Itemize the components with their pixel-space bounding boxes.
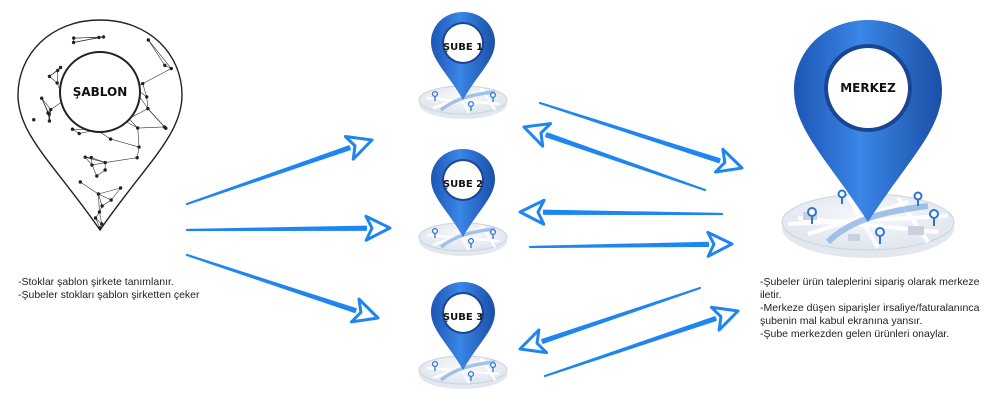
- arrow-template-to-branch-1: [185, 135, 374, 206]
- template-pin: ŞABLON: [17, 19, 183, 232]
- center-label: MERKEZ: [840, 81, 896, 95]
- note-line: -Şubeler ürün taleplerini sipariş olarak…: [760, 276, 980, 301]
- arrow-center-to-branch-3: [518, 286, 702, 355]
- branch-1-label: ŞUBE 1: [443, 42, 483, 53]
- note-line: -Merkeze düşen siparişler irsaliye/fatur…: [760, 302, 980, 327]
- arrow-center-to-branch-2: [518, 198, 724, 226]
- arrow-branch-2-to-center: [528, 230, 734, 258]
- center-pin: MERKEZ: [781, 20, 955, 258]
- branch-pin-3: ŞUBE 3: [418, 282, 508, 389]
- map-base-icon: [418, 355, 508, 389]
- arrow-branch-3-to-center: [543, 305, 740, 378]
- note-line: -Şubeler stokları şablon şirketten çeker: [18, 289, 200, 301]
- map-pin-icon: [794, 20, 942, 222]
- arrow-template-to-branch-3: [185, 253, 380, 324]
- map-pin-icon: [431, 12, 495, 100]
- branch-3-label: ŞUBE 3: [443, 312, 483, 323]
- map-pin-icon: [431, 282, 495, 370]
- arrow-branch-1-to-center: [538, 101, 744, 174]
- note-line: -Stoklar şablon şirkete tanımlanır.: [18, 276, 174, 288]
- arrow-template-to-branch-2: [185, 214, 392, 242]
- template-notes: -Stoklar şablon şirkete tanımlanır. -Şub…: [18, 276, 268, 302]
- arrows: [185, 101, 744, 378]
- map-pin-icon: [431, 149, 495, 237]
- branch-pin-2: ŞUBE 2: [418, 149, 508, 256]
- arrow-center-to-branch-1: [522, 122, 707, 192]
- center-notes: -Şubeler ürün taleplerini sipariş olarak…: [760, 276, 996, 341]
- branch-2-label: ŞUBE 2: [443, 179, 483, 190]
- wireframe-map-pin-icon: [17, 19, 183, 232]
- branch-pin-1: ŞUBE 1: [418, 12, 508, 119]
- template-label: ŞABLON: [73, 85, 128, 99]
- note-line: -Şube merkezden gelen ürünleri onaylar.: [760, 328, 950, 340]
